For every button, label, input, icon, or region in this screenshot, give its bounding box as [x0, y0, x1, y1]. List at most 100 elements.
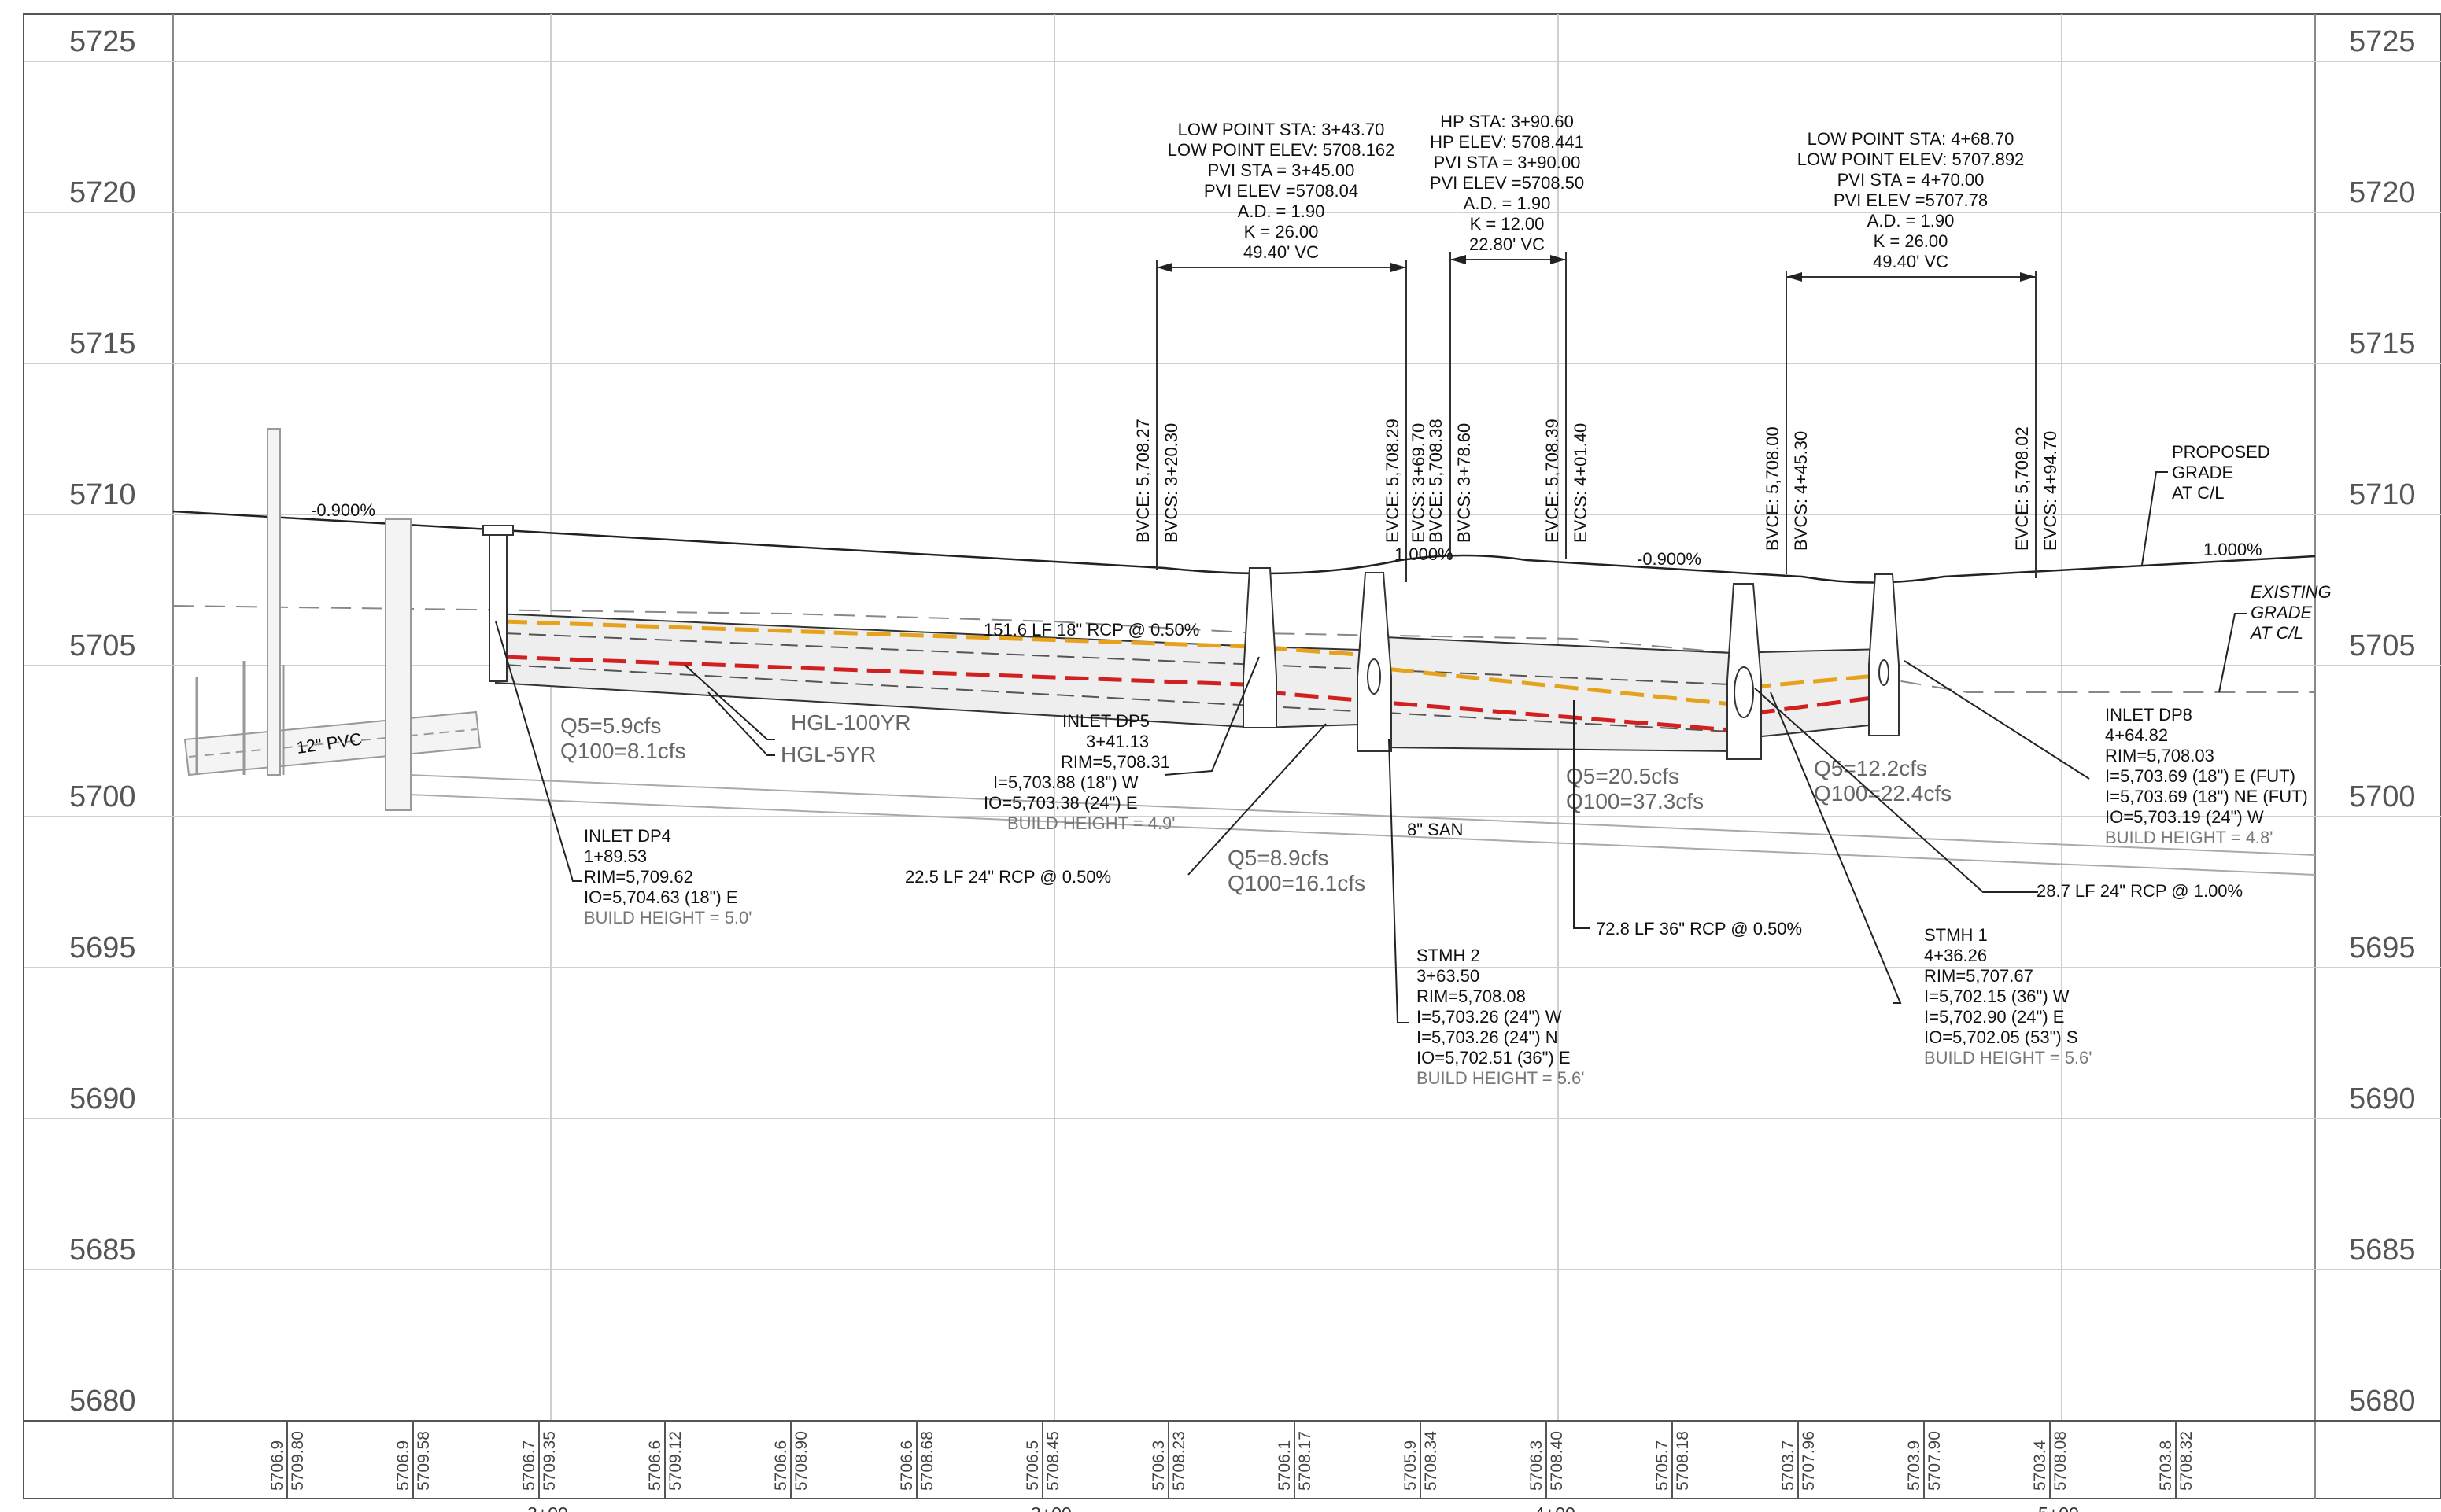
vc-label: BVCS: 3+78.60 [1454, 423, 1474, 543]
vc-label: BVCS: 3+20.30 [1161, 423, 1181, 543]
elev-label: 5710 [2349, 478, 2416, 511]
proposed-elev-value: 5709.80 [289, 1431, 307, 1491]
vc-label: BVCE: 5,708.38 [1426, 419, 1446, 543]
struct-text: STMH 2 [1416, 946, 1480, 965]
callout-text: GRADE [2251, 603, 2313, 622]
curve-text: PVI STA = 4+70.00 [1837, 170, 1985, 190]
pipe-label-san: 8" SAN [1407, 820, 1463, 839]
flow-q5: Q5=8.9cfs [1228, 846, 1328, 870]
elev-label: 5710 [69, 478, 136, 511]
vertical-curve-lines [1156, 252, 2037, 582]
struct-text: 4+64.82 [2105, 725, 2168, 745]
stmh1-label: STMH 1 4+36.26 RIM=5,707.67 I=5,702.15 (… [1924, 925, 2092, 1068]
struct-text: IO=5,703.19 (24") W [2105, 807, 2264, 827]
curve-text: 49.40' VC [1243, 242, 1319, 262]
curve-text: 49.40' VC [1873, 252, 1948, 271]
curve-info-hp: HP STA: 3+90.60 HP ELEV: 5708.441 PVI ST… [1430, 112, 1584, 254]
struct-text: BUILD HEIGHT = 5.0' [584, 908, 752, 927]
elev-label: 5715 [2349, 327, 2416, 360]
grade-label: -0.900% [1637, 549, 1701, 569]
inlet-dp8-label: INLET DP8 4+64.82 RIM=5,708.03 I=5,703.6… [2105, 705, 2308, 847]
elev-label: 5705 [2349, 629, 2416, 662]
curve-text: HP ELEV: 5708.441 [1430, 132, 1584, 152]
struct-text: 3+41.13 [1086, 732, 1149, 751]
station-label: 3+00 [527, 1503, 568, 1512]
inlet-dp5-structure [1243, 567, 1277, 728]
dimension-arrows [1157, 255, 2036, 282]
hgl-100yr-label: HGL-100YR [791, 710, 911, 735]
elevation-labels-left: 5725 5720 5715 5710 5705 5700 5695 5690 … [69, 25, 136, 1418]
curve-text: PVI STA = 3+90.00 [1434, 153, 1581, 172]
vc-label: EVCS: 3+69.70 [1409, 423, 1428, 543]
existing-elev-value: 5706.6 [646, 1440, 664, 1491]
grade-label: 1.000% [1394, 544, 1453, 564]
curve-text: A.D. = 1.90 [1238, 201, 1325, 221]
curve-text: HP STA: 3+90.60 [1440, 112, 1574, 131]
station-label: 4+00 [1534, 1503, 1575, 1512]
proposed-elev-value: 5709.35 [541, 1431, 559, 1491]
struct-text: STMH 1 [1924, 925, 1988, 945]
elev-label: 5720 [69, 176, 136, 209]
proposed-elev-value: 5708.18 [1674, 1431, 1692, 1491]
elev-label: 5715 [69, 327, 136, 360]
proposed-elev-value: 5708.08 [2051, 1431, 2070, 1491]
flow-q5: Q5=5.9cfs [560, 714, 661, 738]
curve-text: A.D. = 1.90 [1867, 211, 1955, 230]
struct-text: IO=5,703.38 (24") E [984, 793, 1138, 813]
flow-q5: Q5=20.5cfs [1566, 764, 1679, 788]
existing-elev-value: 5705.7 [1653, 1440, 1671, 1491]
proposed-elev-value: 5707.96 [1800, 1431, 1818, 1491]
proposed-elev-value: 5709.12 [667, 1431, 685, 1491]
struct-text: INLET DP8 [2105, 705, 2192, 725]
stmh2-label: STMH 2 3+63.50 RIM=5,708.08 I=5,703.26 (… [1416, 946, 1584, 1088]
struct-text: IO=5,704.63 (18") E [584, 887, 738, 907]
existing-elev-value: 5703.8 [2157, 1440, 2175, 1491]
vc-label: BVCS: 4+45.30 [1791, 431, 1811, 551]
struct-text: RIM=5,708.03 [2105, 746, 2214, 765]
curve-info-lp1: LOW POINT STA: 3+43.70 LOW POINT ELEV: 5… [1168, 120, 1395, 262]
curve-text: K = 26.00 [1874, 231, 1948, 251]
elev-label: 5700 [2349, 780, 2416, 813]
elev-label: 5690 [2349, 1082, 2416, 1116]
existing-elev-value: 5706.6 [772, 1440, 790, 1491]
proposed-elev-value: 5708.90 [792, 1431, 811, 1491]
proposed-elev-value: 5708.40 [1548, 1431, 1566, 1491]
existing-elev-value: 5706.9 [268, 1440, 286, 1491]
struct-text: BUILD HEIGHT = 4.8' [2105, 828, 2273, 847]
struct-text: I=5,703.69 (18") NE (FUT) [2105, 787, 2308, 806]
station-label: 5+00 [2038, 1503, 2079, 1512]
proposed-elev-value: 5708.32 [2177, 1431, 2195, 1491]
proposed-grade-callout: PROPOSED GRADE AT C/L [2141, 442, 2270, 566]
struct-text: RIM=5,708.31 [1061, 752, 1170, 772]
elev-label: 5695 [69, 931, 136, 964]
flow-labels: Q5=5.9cfs Q100=8.1cfs Q5=8.9cfs Q100=16.… [560, 714, 1952, 895]
curve-text: PVI ELEV =5707.78 [1834, 190, 1988, 210]
curve-text: PVI ELEV =5708.50 [1430, 173, 1584, 193]
station-labels: 3+00 3+00 4+00 5+00 [527, 1503, 2079, 1512]
inlet-dp8-structure [1868, 573, 1900, 736]
elevation-labels-right: 5725 5720 5715 5710 5705 5700 5695 5690 … [2349, 25, 2416, 1418]
curve-text: PVI ELEV =5708.04 [1204, 181, 1358, 201]
pipe-label-24rcp-b: 28.7 LF 24" RCP @ 1.00% [2037, 881, 2243, 901]
vc-label: EVCE: 5,708.39 [1542, 419, 1562, 543]
struct-text: I=5,703.26 (24") N [1416, 1027, 1558, 1047]
callout-text: AT C/L [2172, 483, 2224, 503]
struct-text: IO=5,702.51 (36") E [1416, 1048, 1571, 1068]
elev-label: 5685 [69, 1234, 136, 1267]
existing-elev-value: 5705.9 [1401, 1440, 1420, 1491]
elev-label: 5680 [69, 1385, 136, 1418]
callout-text: AT C/L [2249, 623, 2303, 643]
proposed-elev-value: 5708.68 [918, 1431, 936, 1491]
elev-label: 5695 [2349, 931, 2416, 964]
grade-label: 1.000% [2203, 540, 2262, 559]
struct-text: 3+63.50 [1416, 966, 1479, 986]
elev-label: 5680 [2349, 1385, 2416, 1418]
flow-q100: Q100=16.1cfs [1228, 871, 1365, 895]
proposed-elev-value: 5708.23 [1170, 1431, 1188, 1491]
struct-text: 1+89.53 [584, 846, 647, 866]
curve-text: K = 12.00 [1470, 214, 1545, 234]
vc-label: EVCS: 4+94.70 [2040, 431, 2060, 551]
existing-fixture [195, 661, 285, 775]
